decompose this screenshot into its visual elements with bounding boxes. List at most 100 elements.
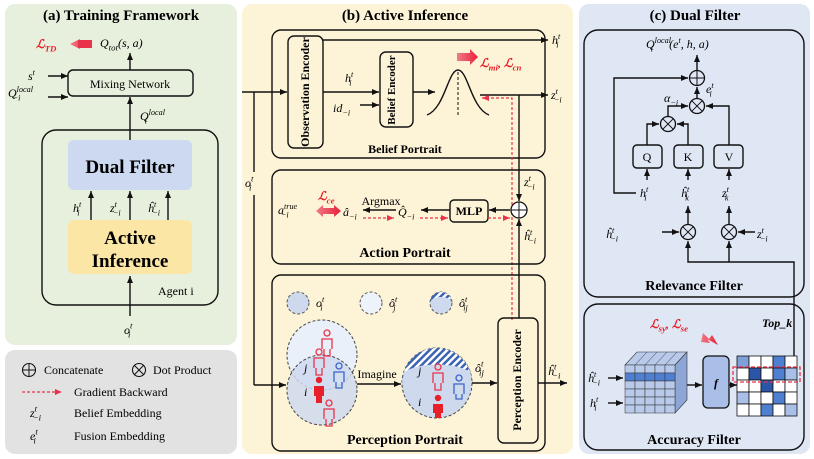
value-box	[713, 144, 744, 169]
matrix-cell	[784, 391, 798, 405]
label-i: i	[304, 385, 307, 399]
panel-b-title: (b) Active Inference	[342, 8, 469, 24]
query-box	[632, 144, 663, 169]
alpha-label: α−i	[664, 91, 679, 107]
z-label: zt−i	[109, 200, 121, 217]
perception-encoder-label: Perception Encoder	[510, 329, 524, 431]
cube-edge	[664, 351, 678, 366]
matrix-cell	[736, 355, 750, 369]
cube-cell	[634, 404, 646, 414]
cube-cell	[644, 380, 656, 390]
q-local-others-label: Qlocal−i​	[8, 85, 34, 102]
arrow-alpha	[667, 103, 688, 116]
panel-training-framework: (a) Training Framework ℒTD Qtot(s, a) Mi…	[5, 4, 237, 345]
mixing-network-box	[67, 69, 194, 97]
legend-fusion: Fusion Embedding	[74, 429, 165, 443]
matrix-cell	[772, 367, 786, 381]
matrix-cell	[772, 403, 786, 417]
perception-encoder-box	[497, 317, 539, 444]
perception-portrait-box	[271, 274, 546, 452]
loss-arrow-icon	[70, 39, 92, 49]
top-k-label: Top_k	[762, 316, 792, 330]
cube-cell	[624, 372, 636, 382]
dual-filter-label: Dual Filter	[85, 157, 175, 178]
matrix-cell	[748, 367, 762, 381]
cube-cell	[624, 380, 636, 390]
cube-cell	[624, 404, 636, 414]
cube-cell	[644, 364, 656, 374]
gaussian-curve-icon	[426, 69, 490, 116]
matrix-cell	[748, 403, 762, 417]
matrix-cell	[736, 367, 750, 381]
mixing-network-label: Mixing Network	[90, 77, 170, 91]
arrow-h-skip	[613, 75, 688, 194]
concatenate-icon	[688, 69, 706, 87]
a-hat-label: â−i	[343, 205, 358, 221]
mlp-label: MLP	[456, 204, 483, 218]
cube-cell	[644, 372, 656, 382]
cube-cell	[644, 396, 656, 406]
panel-a-title: (a) Training Framework	[43, 8, 200, 24]
id-label: id−i	[333, 101, 351, 117]
cube-cell	[654, 396, 666, 406]
loss-ce-label: ℒce	[318, 189, 335, 206]
dot-product-icon	[688, 97, 706, 115]
cube-cell	[664, 396, 676, 406]
a-true-label: atrue−i​	[278, 202, 298, 219]
matrix-cell	[748, 355, 762, 369]
cube-cell	[644, 388, 656, 398]
state-label: st	[28, 68, 36, 83]
loss-mi-arrow-icon	[457, 49, 478, 65]
dot-product-icon	[679, 223, 697, 241]
legend-concatenate: Concatenate	[44, 363, 103, 377]
self-agent-icon	[314, 376, 324, 403]
cube-cell	[644, 404, 656, 414]
legend-imagined-obs-icon	[429, 291, 453, 315]
matrix-cell	[736, 391, 750, 405]
matrix-cell	[748, 391, 762, 405]
accuracy-filter-label: Accuracy Filter	[647, 433, 741, 448]
cube-cell	[664, 364, 676, 374]
active-inference-line1: Active	[104, 228, 156, 249]
loss-sy-se-label: ℒsy, ℒse	[650, 317, 688, 334]
legend-own-obs-icon	[286, 291, 310, 315]
legend-dot-product: Dot Product	[153, 363, 212, 377]
gradient-to-belief	[482, 95, 513, 320]
cube-cell	[664, 380, 676, 390]
hhat-minus-i-label: ĥt−i	[606, 226, 619, 243]
matrix-cell	[760, 391, 774, 405]
dot-product-icon	[659, 115, 677, 133]
cube-cell	[654, 388, 666, 398]
cube-edge	[634, 351, 648, 366]
arrow-k	[677, 121, 689, 145]
q-tot-label: Qtot(s, a)	[100, 36, 143, 53]
panel-c-title: (c) Dual Filter	[650, 8, 741, 24]
matrix-cell	[784, 355, 798, 369]
cube-cell	[654, 380, 666, 390]
perception-portrait-label: Perception Portrait	[347, 433, 463, 448]
active-inference-box	[68, 220, 192, 274]
label-i: i	[418, 395, 421, 409]
action-portrait-label: Action Portrait	[359, 246, 451, 261]
loss-mi-cn-label: ℒmi, ℒcn	[480, 56, 522, 73]
matrix-cell	[784, 403, 798, 417]
agent-person-icon	[333, 362, 345, 389]
cube-cell	[654, 364, 666, 374]
f-function-box	[702, 355, 730, 409]
legend-other-obs-icon	[359, 291, 383, 315]
z-out-label: zt−i	[550, 87, 562, 104]
imagine-label: Imagine	[357, 367, 396, 381]
arrow-topk-hk	[685, 241, 795, 356]
loss-ce-arrow-icon	[316, 205, 341, 217]
query-label: Q	[643, 150, 652, 164]
